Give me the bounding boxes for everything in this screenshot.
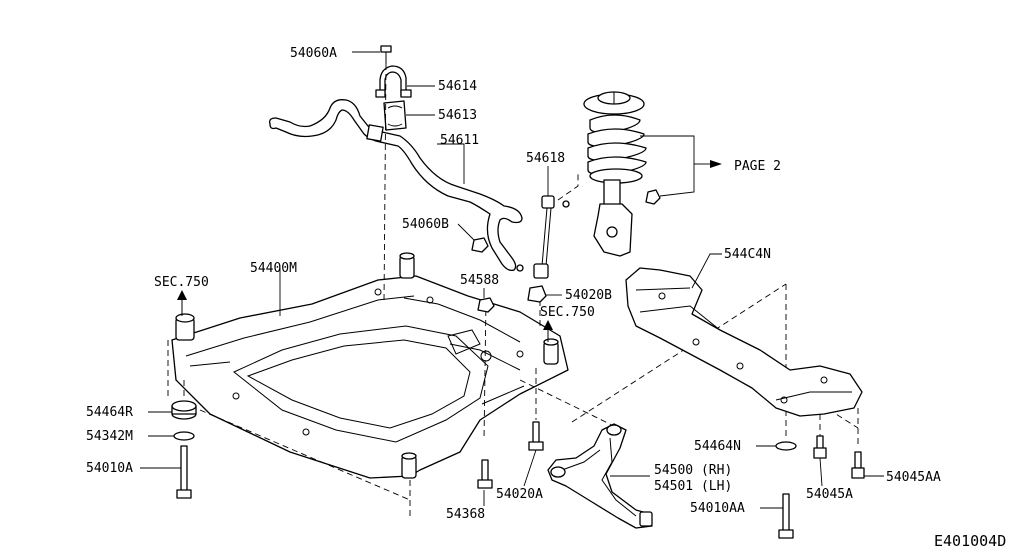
bolt-54020A <box>523 421 544 487</box>
washer-54342M <box>148 431 195 441</box>
stabilizer-bolt-54060A <box>352 45 392 64</box>
member-544C4N <box>625 253 863 417</box>
label-54342M: 54342M <box>86 429 133 444</box>
nut-54020B <box>527 285 562 303</box>
label-sec750-right: SEC.750 <box>540 305 595 320</box>
assembly-guide-lines <box>167 63 859 520</box>
sec750-arrow-left <box>177 290 187 316</box>
diagram-id: E401004D <box>934 532 1006 550</box>
bolt-54045A <box>813 435 827 487</box>
label-54613: 54613 <box>438 108 477 123</box>
label-54045A: 54045A <box>806 487 853 502</box>
label-54611: 54611 <box>440 133 479 148</box>
label-page-2: PAGE 2 <box>734 159 781 174</box>
stabilizer-bushing-54613 <box>383 100 435 131</box>
bolt-54368 <box>477 459 493 506</box>
label-54060A: 54060A <box>290 46 337 61</box>
label-54045AA: 54045AA <box>886 470 941 485</box>
label-54464R: 54464R <box>86 405 133 420</box>
label-54501-lh: 54501 (LH) <box>654 479 732 494</box>
label-54500-rh: 54500 (RH) <box>654 463 732 478</box>
label-54464N: 54464N <box>694 439 741 454</box>
label-sec750-left: SEC.750 <box>154 275 209 290</box>
sec750-arrow-right <box>543 320 553 342</box>
stabilizer-bar-54611 <box>268 99 523 272</box>
stabilizer-bracket-54614 <box>375 65 435 98</box>
crossmember-54400M <box>171 252 569 479</box>
label-54368: 54368 <box>446 507 485 522</box>
label-54400M: 54400M <box>250 261 297 276</box>
stabilizer-link-54618 <box>516 166 579 279</box>
lower-control-arm-54500 <box>547 423 653 529</box>
bolt-54045AA <box>851 451 884 479</box>
label-54614: 54614 <box>438 79 477 94</box>
strut-assembly <box>583 91 722 257</box>
nut-54588 <box>477 288 495 313</box>
label-54020A: 54020A <box>496 487 543 502</box>
label-54060B: 54060B <box>402 217 449 232</box>
washer-54464N <box>756 441 797 451</box>
label-54618: 54618 <box>526 151 565 166</box>
label-54020B: 54020B <box>565 288 612 303</box>
nut-54060B <box>457 223 489 253</box>
label-544C4N: 544C4N <box>724 247 771 262</box>
part-labels: 54060A 54614 54613 54611 54618 PAGE 2 54… <box>86 46 1006 550</box>
bolt-54010A <box>140 445 192 499</box>
label-54588: 54588 <box>460 273 499 288</box>
label-54010AA: 54010AA <box>690 501 745 516</box>
label-54010A: 54010A <box>86 461 133 476</box>
bolt-54010AA <box>760 493 794 539</box>
insulator-54464R <box>148 400 197 420</box>
